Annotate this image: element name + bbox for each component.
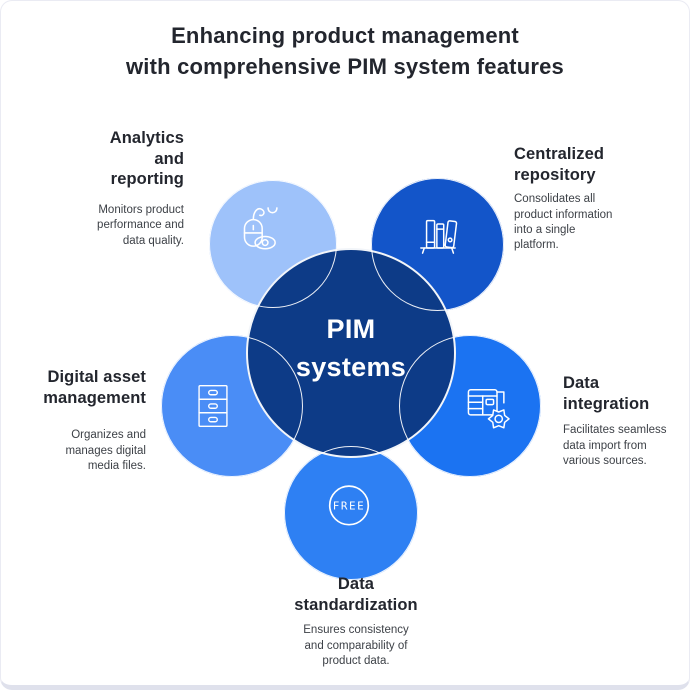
data-standardization-circle: FREE xyxy=(284,446,418,580)
data-integration-label-block: Data integration Facilitates seamless da… xyxy=(563,373,689,469)
digital-asset-heading: Digital asset management xyxy=(43,368,146,407)
data-standardization-description: Ensures consistency and comparability of… xyxy=(303,624,409,668)
books-shelf-icon xyxy=(419,219,457,254)
mouse-eye-icon xyxy=(243,207,278,250)
data-standardization-heading: Data standardization xyxy=(294,575,418,614)
data-integration-description: Facilitates seamless data import from va… xyxy=(563,424,667,468)
centralized-repository-label-block: Centralized repository Consolidates all … xyxy=(514,144,684,254)
free-badge-icon: FREE xyxy=(328,485,370,526)
centralized-repository-heading: Centralized repository xyxy=(514,145,605,184)
table-gear-icon xyxy=(467,388,510,429)
pim-center-label: PIM systems xyxy=(295,314,407,382)
data-standardization-label-block: Data standardization Ensures consistency… xyxy=(253,574,459,669)
pim-center-circle: PIM systems xyxy=(246,248,456,458)
analytics-label-block: Analytics and reporting Monitors product… xyxy=(14,128,184,249)
free-badge-text: FREE xyxy=(333,499,365,512)
page-title: Enhancing product management with compre… xyxy=(126,23,564,79)
digital-asset-label-block: Digital asset management Organizes and m… xyxy=(1,367,146,474)
analytics-heading: Analytics and reporting xyxy=(109,129,184,189)
data-integration-heading: Data integration xyxy=(563,374,650,413)
file-cabinet-icon xyxy=(198,384,228,428)
analytics-description: Monitors product performance and data qu… xyxy=(97,203,184,247)
centralized-repository-description: Consolidates all product information int… xyxy=(514,193,613,252)
digital-asset-description: Organizes and manages digital media file… xyxy=(65,429,146,473)
